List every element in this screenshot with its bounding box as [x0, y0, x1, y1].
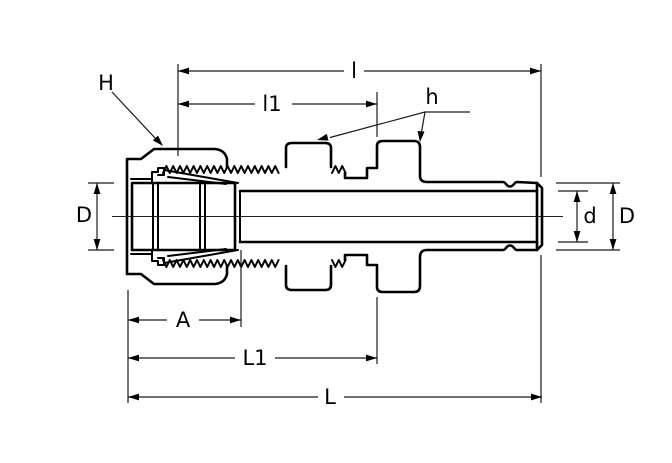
ext-lines-bore [558, 190, 588, 243]
arrowhead [178, 100, 189, 108]
ext-lines-tube-od-left [88, 182, 114, 251]
thread-zigzag-top-left [162, 165, 280, 174]
label-nut-length: A [176, 308, 191, 332]
tube-stub [130, 181, 237, 252]
label-locknut-hex: h [425, 85, 438, 109]
end-face [535, 181, 544, 252]
leader-h [329, 111, 470, 139]
leader-lines [111, 91, 470, 146]
arrowhead [366, 100, 377, 108]
label-body-length: L1 [242, 346, 267, 370]
arrowhead [152, 135, 163, 146]
arrowhead [366, 354, 377, 362]
nut-outline [125, 147, 229, 286]
label-inner-diameter: d [583, 204, 596, 228]
extension-lines [88, 64, 620, 403]
bore-lines [238, 189, 539, 244]
arrowhead [128, 316, 139, 324]
arrowhead [317, 133, 329, 141]
label-thread-engagement: l [351, 59, 357, 83]
hex-boss-1-top [284, 141, 333, 169]
arrowhead [128, 354, 139, 362]
thread-zigzag-top-right [331, 165, 347, 174]
nut-counterbore [130, 178, 153, 255]
arrowhead [609, 183, 617, 194]
ext-lines-tube-od-right [556, 182, 620, 251]
label-bulkhead-thread: l1 [262, 92, 281, 116]
arrowhead [417, 131, 425, 142]
label-nut-hex: H [98, 71, 114, 95]
arrowhead [573, 191, 581, 202]
arrowhead [230, 316, 241, 324]
arrowhead [531, 393, 542, 401]
arrowhead [530, 67, 541, 75]
fitting-body [125, 139, 544, 294]
body-profile-bottom [343, 244, 539, 294]
arrowhead [609, 239, 617, 250]
hex-boss-1-bottom [284, 264, 333, 292]
arrowhead [573, 231, 581, 242]
label-tube-od-right: D [619, 204, 635, 228]
dimension-labels: H l l1 h D d D A L1 L [76, 59, 635, 409]
label-tube-od-left: D [76, 203, 92, 227]
label-overall-length: L [324, 385, 336, 409]
tube-cross-lines [152, 182, 241, 251]
thread-zigzag-bottom-left [162, 259, 280, 268]
arrowhead [178, 67, 189, 75]
arrowhead [93, 239, 101, 250]
body-profile-top [343, 139, 539, 188]
thread-zigzag-bottom-right [331, 259, 347, 268]
arrowhead [93, 183, 101, 194]
arrowhead [128, 393, 139, 401]
dimension-lines [93, 67, 617, 401]
leader-H [111, 91, 157, 140]
